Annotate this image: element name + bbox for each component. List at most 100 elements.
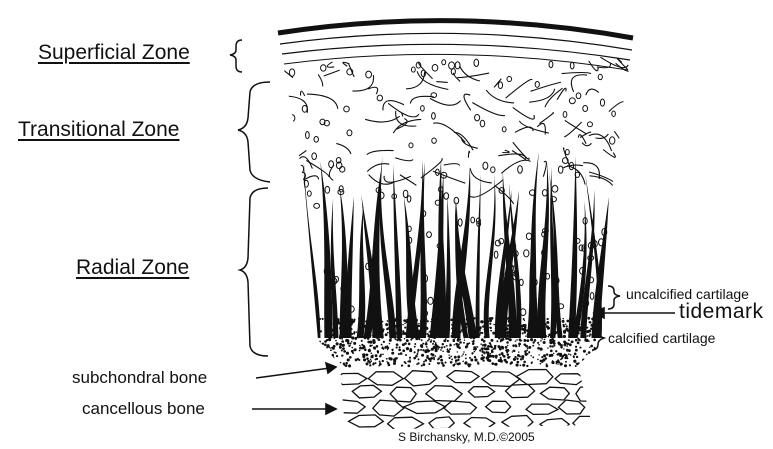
calcified-stipple xyxy=(341,354,343,356)
chondrocyte xyxy=(307,191,311,196)
calcified-stipple xyxy=(498,359,501,362)
chondrocyte xyxy=(569,98,575,104)
calcified-stipple xyxy=(537,342,539,344)
calcified-stipple xyxy=(406,319,408,321)
calcified-stipple xyxy=(582,329,584,331)
calcified-stipple xyxy=(414,343,416,345)
calcified-stipple xyxy=(330,349,332,351)
calcified-stipple xyxy=(521,328,524,331)
calcified-stipple xyxy=(490,344,491,345)
calcified-stipple xyxy=(440,359,443,362)
calcified-stipple xyxy=(509,363,511,365)
calcified-stipple xyxy=(326,346,328,348)
calcified-stipple xyxy=(508,320,511,323)
collagen-fiber xyxy=(307,94,338,109)
calcified-stipple xyxy=(516,339,518,341)
chondrocyte xyxy=(299,165,303,172)
calcified-stipple xyxy=(414,351,416,353)
calcified-stipple xyxy=(407,325,410,328)
calcified-stipple xyxy=(524,350,527,353)
calcified-stipple xyxy=(351,320,354,323)
subchondral-arrow xyxy=(256,368,330,378)
calcified-stipple xyxy=(473,335,476,338)
radial-bundle xyxy=(393,165,402,338)
calcified-stipple xyxy=(427,340,429,342)
calcified-stipple xyxy=(481,347,484,350)
calcified-stipple xyxy=(369,331,371,333)
calcified-stipple xyxy=(593,338,596,341)
collagen-fiber xyxy=(519,121,549,133)
calcified-stipple xyxy=(465,331,467,333)
chondrocyte xyxy=(289,69,294,77)
calcified-stipple xyxy=(571,334,573,336)
calcified-stipple xyxy=(372,318,374,320)
calcified-stipple xyxy=(585,364,588,367)
calcified-stipple xyxy=(333,360,335,362)
calcified-stipple xyxy=(352,333,354,335)
calcified-stipple xyxy=(437,348,439,350)
calcified-stipple xyxy=(457,345,460,348)
calcified-stipple xyxy=(500,357,502,359)
chondrocyte xyxy=(290,115,295,122)
calcified-stipple xyxy=(565,323,567,325)
calcified-stipple xyxy=(439,355,442,358)
calcified-stipple xyxy=(360,327,363,330)
collagen-fiber xyxy=(501,160,530,173)
calcified-stipple xyxy=(528,346,531,349)
calcified-stipple xyxy=(396,343,399,346)
collagen-fiber xyxy=(365,116,400,122)
calcified-stipple xyxy=(382,321,384,323)
calcified-stipple xyxy=(523,343,526,346)
calcified-stipple xyxy=(426,346,428,348)
calcified-stipple xyxy=(465,354,467,356)
calcified-stipple xyxy=(345,329,347,331)
calcified-stipple xyxy=(532,341,534,343)
chondrocyte xyxy=(377,95,382,101)
calcified-stipple xyxy=(496,340,498,342)
calcified-stipple xyxy=(457,317,459,319)
calcified-stipple xyxy=(376,345,379,348)
calcified-stipple xyxy=(448,329,450,331)
calcified-stipple xyxy=(589,347,590,348)
calcified-stipple xyxy=(575,365,577,367)
chondrocyte xyxy=(475,114,480,120)
calcified-stipple xyxy=(320,352,323,355)
collagen-fiber xyxy=(506,79,532,98)
calcified-stipple xyxy=(410,339,412,341)
calcified-stipple xyxy=(455,359,458,362)
chondrocyte xyxy=(428,297,433,304)
calcified-stipple xyxy=(557,359,559,361)
chondrocyte xyxy=(411,67,415,72)
calcified-stipple xyxy=(429,336,431,338)
bone-trabecula xyxy=(502,416,533,428)
calcified-stipple xyxy=(563,343,566,346)
calcified-stipple xyxy=(543,354,546,357)
calcified-stipple xyxy=(553,345,555,347)
calcified-stipple xyxy=(496,329,499,332)
calcified-stipple xyxy=(452,326,454,328)
collagen-fiber xyxy=(603,150,615,158)
calcified-stipple xyxy=(430,321,431,322)
calcified-stipple xyxy=(390,330,392,332)
chondrocyte xyxy=(583,105,588,111)
collagen-fiber xyxy=(486,90,514,103)
calcified-stipple xyxy=(442,350,444,352)
calcified-stipple xyxy=(520,364,522,366)
calcified-stipple xyxy=(453,333,456,336)
collagen-fiber xyxy=(454,132,473,150)
bone-trabecula xyxy=(464,418,495,429)
collagen-fiber xyxy=(410,96,434,103)
calcified-stipple xyxy=(443,364,445,366)
collagen-fiber xyxy=(586,89,599,95)
calcified-stipple xyxy=(540,329,542,331)
calcified-stipple xyxy=(462,327,465,330)
calcified-stipple xyxy=(447,340,449,342)
calcified-stipple xyxy=(419,332,421,334)
calcified-stipple xyxy=(354,337,357,340)
chondrocyte xyxy=(494,251,498,258)
calcified-stipple xyxy=(547,347,549,349)
calcified-stipple xyxy=(486,330,488,332)
calcified-stipple xyxy=(358,317,361,320)
calcified-stipple xyxy=(518,325,520,327)
calcified-stipple xyxy=(566,325,568,327)
